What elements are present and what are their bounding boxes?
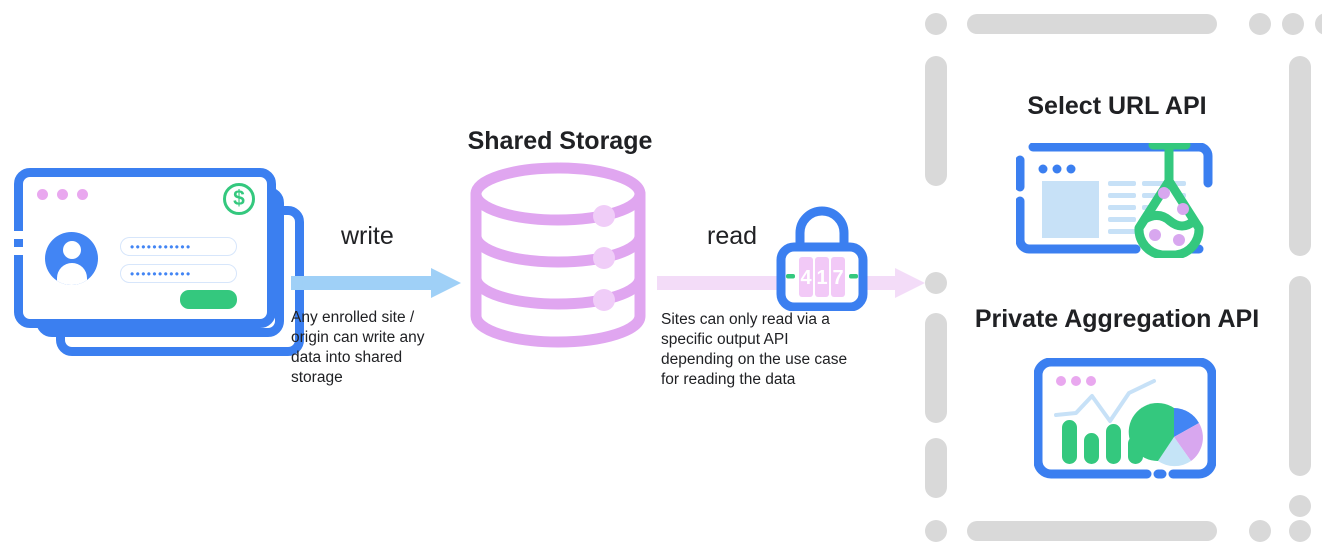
username-field-value: ••••••••••• (130, 239, 192, 254)
output-apis-panel: Select URL API (912, 8, 1322, 546)
storage-dot-3 (593, 289, 615, 311)
storage-dot-2 (593, 247, 615, 269)
lock-digit-1: 4 (800, 267, 812, 289)
lock-digit-3: 7 (832, 267, 843, 289)
select-url-api-title: Select URL API (1027, 92, 1207, 120)
window-dots (37, 189, 88, 200)
shared-storage-title: Shared Storage (467, 127, 653, 155)
combination-lock-group: 4 1 7 (776, 203, 868, 312)
read-caption: Sites can only read via a specific outpu… (661, 311, 848, 388)
write-arrow-group: write Any enrolled site / origin can wri… (291, 222, 461, 386)
lock-digit-2: 1 (816, 267, 827, 289)
username-field[interactable]: ••••••••••• (120, 237, 237, 256)
dollar-icon: $ (223, 183, 255, 215)
write-arrow-icon (291, 268, 461, 298)
avatar (45, 232, 98, 285)
window-dot-3 (77, 189, 88, 200)
avatar-body (56, 263, 87, 285)
storage-dot-1 (593, 205, 615, 227)
dashed-panel-border (925, 13, 1322, 542)
window-dot-2 (57, 189, 68, 200)
site-card-front: $ ••••••••••• ••••••••••• (14, 168, 276, 328)
submit-button[interactable] (180, 290, 237, 309)
window-dot-1 (37, 189, 48, 200)
site-cards-group: $ ••••••••••• ••••••••••• (14, 168, 304, 363)
browser-with-flask-icon (1015, 140, 1231, 263)
password-field-value: ••••••••••• (130, 266, 192, 281)
flask-icon (1134, 140, 1204, 260)
database-cylinder-icon (470, 162, 646, 348)
shared-storage-group: Shared Storage (468, 127, 652, 350)
read-label: read (707, 222, 758, 250)
write-caption: Any enrolled site / origin can write any… (291, 309, 425, 386)
lock-icon: 4 1 7 (776, 206, 868, 312)
avatar-head (62, 241, 81, 259)
browser-with-charts-icon (1033, 357, 1217, 485)
private-aggregation-api-title: Private Aggregation API (974, 305, 1260, 333)
pie-chart (1128, 403, 1203, 467)
write-label: write (341, 222, 394, 250)
password-field[interactable]: ••••••••••• (120, 264, 237, 283)
